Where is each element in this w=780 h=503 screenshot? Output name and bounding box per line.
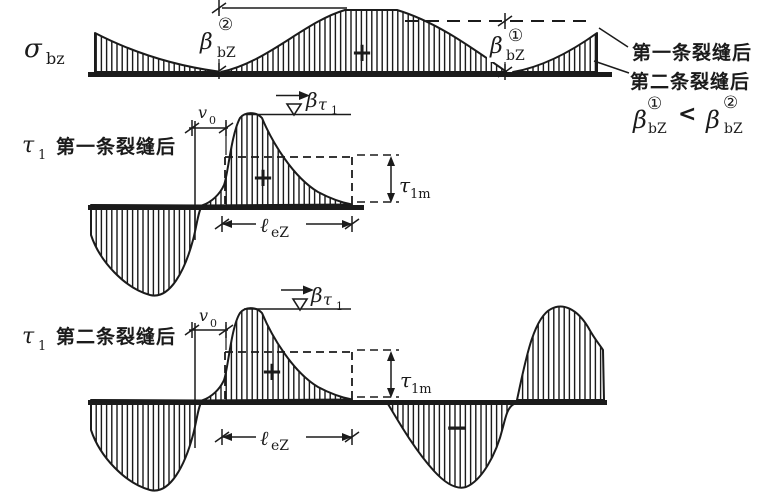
lez-label-sub: eZ <box>271 225 289 241</box>
sigma-right-lobe <box>512 32 598 73</box>
formula-lhs-sub: bZ <box>648 121 667 137</box>
v0-label-2-sub: 0 <box>210 317 217 330</box>
plus-sign: + <box>252 163 274 193</box>
slip-arrow-symbol <box>276 91 310 117</box>
beta1-label-sub: bZ <box>506 48 525 64</box>
beta-tau-label-sub: 1 <box>331 104 338 117</box>
formula-lhs: β <box>632 106 647 134</box>
tau1m-label-sub: 1m <box>410 187 431 202</box>
slip-arrow-symbol-2 <box>281 285 314 312</box>
beta2-label-sup: ② <box>218 15 233 35</box>
sigma-axis-label-sub: bz <box>46 49 65 68</box>
arrow-right-icon <box>299 91 310 100</box>
sigma-center-hump <box>220 9 507 73</box>
note-after-first-crack: 第一条裂缝后 <box>632 41 752 64</box>
beta1-label-sup: ① <box>508 26 523 46</box>
arrow-right-icon <box>342 220 352 228</box>
formula-rhs-sup: ② <box>723 93 738 113</box>
sigma-bz-diagram: σ bz β ② bZ β ① bZ + 第一条裂缝后 第二条裂缝后 β ① b… <box>24 0 752 137</box>
plus-sign: + <box>351 38 373 68</box>
tau1-axis-label: τ <box>22 133 35 158</box>
leader-line-first-crack <box>598 27 629 48</box>
tau1-negative-lobe-right <box>387 403 515 489</box>
lez-label-2: ℓ <box>260 426 269 450</box>
tau1-negative-lobe <box>90 204 203 297</box>
v0-label-2: v <box>199 306 208 325</box>
arrow-left-icon <box>222 433 232 441</box>
leader-line-second-crack <box>593 60 630 74</box>
plus-sign: + <box>261 357 283 387</box>
beta-tau-label-tau: τ <box>318 95 328 114</box>
beta-tau-label: β <box>305 88 318 112</box>
tau1-axis-label-2-sub: 1 <box>38 339 46 354</box>
beta2-label-sub: bZ <box>217 45 236 61</box>
beta2-label-backing <box>196 12 244 59</box>
minus-sign: − <box>445 411 468 444</box>
sigma-axis-label: σ <box>24 34 43 64</box>
tau1-second-crack-diagram: τ 1 第二条裂缝后 v 0 β τ 1 τ 1m ℓ eZ + − <box>22 283 607 492</box>
v0-label: v <box>198 103 207 122</box>
beta-comparison-formula: β ① bZ < β ② bZ <box>632 93 743 137</box>
first-crack-title: 第一条裂缝后 <box>56 135 176 158</box>
arrow-down-icon <box>387 388 395 398</box>
tau1-axis-label-sub: 1 <box>38 148 46 163</box>
formula-rhs-sub: bZ <box>724 121 743 137</box>
beta1-label-backing <box>487 24 533 62</box>
tau1-negative-lobe-left <box>90 399 203 492</box>
tau1m-label: τ <box>399 173 411 197</box>
formula-lhs-sup: ① <box>647 94 662 114</box>
v0-label-sub: 0 <box>209 114 216 127</box>
lez-label-2-sub: eZ <box>271 438 289 454</box>
arrow-down-icon <box>387 193 395 203</box>
tau1-positive-lobe <box>201 112 353 207</box>
tau1m-label-2: τ <box>400 368 412 392</box>
lez-dimension <box>214 215 360 233</box>
formula-operator: < <box>678 102 696 127</box>
tau1-first-crack-diagram: τ 1 第一条裂缝后 v 0 β τ 1 τ 1m ℓ eZ + <box>22 88 431 297</box>
lez-label: ℓ <box>260 213 269 237</box>
arrow-left-icon <box>222 220 232 228</box>
beta2-label: β <box>199 30 213 55</box>
beta-tau-label-2-sub: 1 <box>336 300 343 313</box>
tau1m-label-2-sub: 1m <box>411 382 432 397</box>
arrow-up-icon <box>387 156 395 166</box>
tau1-positive-lobe-right <box>516 305 605 401</box>
tau1-axis-label-2: τ <box>22 324 35 349</box>
arrow-up-icon <box>387 351 395 361</box>
arrow-right-icon <box>303 285 314 295</box>
note-after-second-crack: 第二条裂缝后 <box>630 70 750 93</box>
datum-triangle-icon <box>291 298 309 312</box>
beta1-label: β <box>489 34 503 59</box>
beta-tau-label-2: β <box>310 283 323 307</box>
datum-triangle-icon <box>285 103 303 117</box>
formula-rhs: β <box>705 106 720 134</box>
arrow-right-icon <box>342 433 352 441</box>
lez-dimension-2 <box>214 428 360 446</box>
second-crack-title: 第二条裂缝后 <box>56 325 176 348</box>
beta-tau-label-2-tau: τ <box>323 290 333 309</box>
